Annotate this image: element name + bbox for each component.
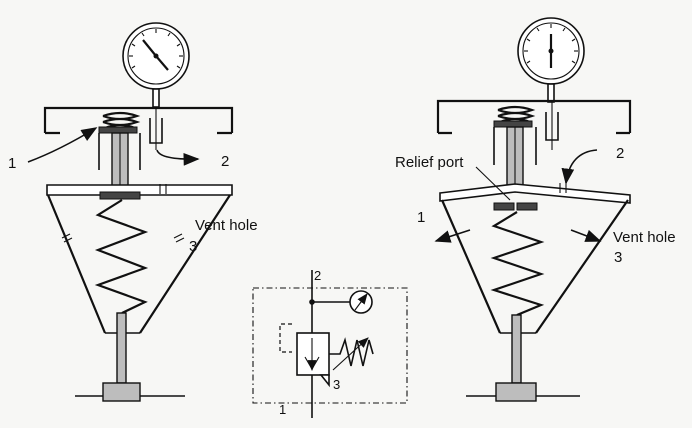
- relief-port-label: Relief port: [395, 154, 464, 171]
- right-regulator: [434, 17, 632, 402]
- regulator-symbol: [252, 270, 408, 418]
- right-vent-number: 3: [614, 249, 622, 266]
- left-port-1-label: 1: [8, 155, 16, 172]
- left-regulator: [27, 22, 234, 402]
- left-vent-label: Vent hole: [195, 217, 258, 234]
- right-pressure-gauge: [517, 17, 585, 103]
- left-pressure-gauge: [122, 22, 190, 108]
- left-vent-number: 3: [189, 238, 197, 255]
- right-port-1-label: 1: [417, 209, 425, 226]
- symbol-port-2-label: 2: [314, 268, 321, 283]
- symbol-port-3-label: 3: [333, 377, 340, 392]
- right-port-2-label: 2: [616, 145, 624, 162]
- symbol-port-1-label: 1: [279, 402, 286, 417]
- right-vent-label: Vent hole: [613, 229, 676, 246]
- left-port-2-label: 2: [221, 153, 229, 170]
